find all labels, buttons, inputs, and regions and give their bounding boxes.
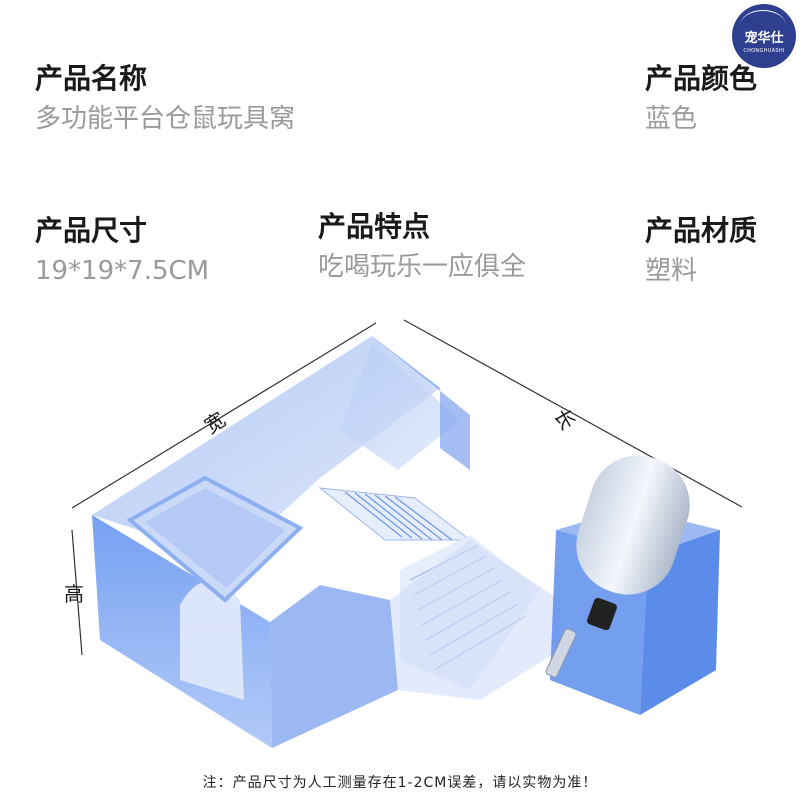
brand-name-cn: 宠华仕 (744, 31, 784, 46)
width-dimension-line (71, 322, 377, 509)
spec-value: 塑料 (645, 256, 698, 286)
spec-product-material: 产品材质 塑料 (645, 214, 757, 288)
house-floor (390, 540, 560, 700)
spec-product-size: 产品尺寸 19*19*7.5CM (35, 214, 209, 288)
hamster-outline-icon (740, 10, 786, 41)
spec-label: 产品尺寸 (35, 214, 148, 247)
length-dimension-line (403, 319, 743, 508)
water-bottle-cap (587, 597, 617, 631)
house-side-wall (270, 585, 398, 748)
house-back-wall (372, 336, 470, 470)
spec-product-name: 产品名称 多功能平台仓鼠玩具窝 (35, 62, 295, 136)
spec-value: 吃喝玩乐一应俱全 (318, 252, 527, 282)
spec-label: 产品颜色 (645, 62, 758, 95)
brand-logo: 宠华仕 CHONGHUASHI (732, 4, 796, 68)
brand-name-en: CHONGHUASHI (743, 48, 785, 54)
measurement-note: 注：产品尺寸为人工测量存在1-2CM误差，请以实物为准！ (202, 775, 598, 791)
upper-stair-steps (344, 491, 453, 541)
spec-product-color: 产品颜色 蓝色 (645, 62, 757, 136)
height-dimension-line (71, 529, 83, 656)
water-bottle (576, 455, 690, 595)
spec-value: 多功能平台仓鼠玩具窝 (35, 104, 296, 134)
water-bottle-nozzle (545, 628, 577, 678)
spec-value: 蓝色 (645, 104, 698, 134)
spec-label: 产品名称 (35, 62, 148, 95)
spec-label: 产品材质 (645, 214, 758, 247)
food-bowl-inner (145, 488, 285, 588)
spec-product-feature: 产品特点 吃喝玩乐一应俱全 (318, 210, 526, 284)
spec-value: 19*19*7.5CM (35, 256, 210, 286)
height-label: 高 (64, 582, 84, 606)
arch-doorway (180, 581, 244, 700)
spec-label: 产品特点 (318, 210, 431, 243)
